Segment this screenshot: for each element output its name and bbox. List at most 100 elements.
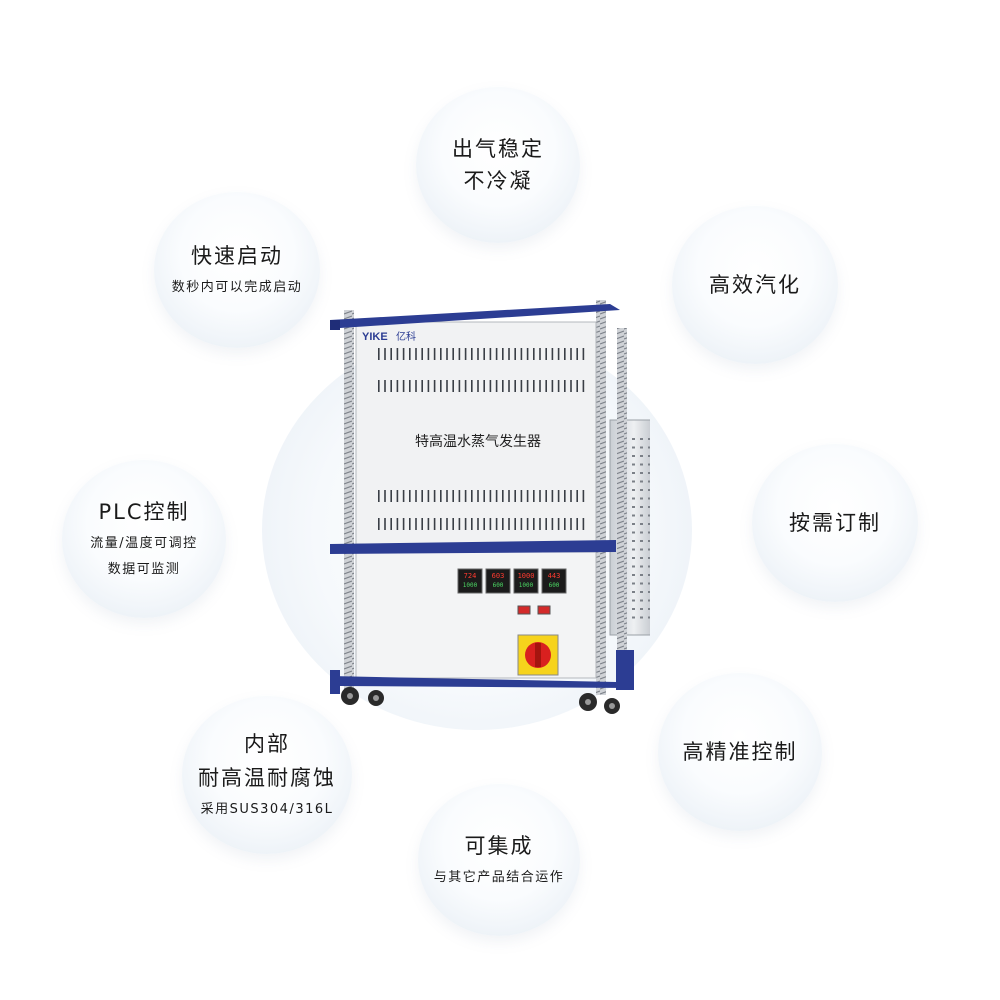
vent-slot: [390, 380, 392, 392]
side-vent-slot: [648, 446, 650, 449]
vent-slot: [545, 490, 547, 502]
vent-slot: [495, 490, 498, 502]
feature-title: 高效汽化: [709, 273, 801, 297]
vent-slot: [390, 518, 392, 530]
side-vent-slot: [648, 557, 650, 559]
side-vent-slot: [632, 582, 635, 585]
vent-slot: [551, 490, 554, 502]
side-vent-slot: [632, 472, 635, 474]
side-vent-slot: [632, 455, 635, 457]
vent-slot: [545, 348, 547, 360]
side-vent-slot: [632, 540, 635, 542]
vent-slot: [384, 380, 386, 392]
side-vent-slot: [632, 480, 635, 483]
vent-slot: [495, 348, 498, 360]
vent-slot: [384, 348, 386, 360]
side-vent-slot: [632, 497, 635, 500]
vent-slot: [464, 380, 467, 392]
vent-slot: [440, 518, 442, 530]
vent-slot: [471, 380, 473, 392]
controller-pv-readout: 1000: [518, 572, 535, 580]
vent-slot: [384, 518, 386, 530]
side-vent-slot: [632, 608, 635, 610]
vent-slot: [433, 380, 436, 392]
vent-slot: [396, 380, 399, 392]
vent-slot: [396, 518, 399, 530]
vent-slot: [502, 518, 504, 530]
vent-slot: [502, 490, 504, 502]
vent-slot: [551, 518, 554, 530]
side-vent-slot: [632, 438, 635, 440]
feature-stable-output: 出气稳定 不冷凝: [416, 87, 580, 243]
threaded-rod: [596, 300, 606, 695]
feature-title-line2: 不冷凝: [463, 169, 533, 193]
vent-slot: [446, 348, 448, 360]
vent-slot: [440, 380, 442, 392]
feature-title: 出气稳定: [452, 137, 544, 161]
vent-slot: [564, 518, 566, 530]
side-vent-slot: [640, 591, 643, 593]
vent-slot: [551, 380, 554, 392]
vent-slot: [452, 518, 454, 530]
vent-slot: [477, 518, 479, 530]
side-vent-slot: [632, 523, 635, 525]
vent-slot: [409, 380, 411, 392]
vent-slot: [489, 348, 492, 360]
vent-slot: [427, 348, 430, 360]
feature-subtitle: 流量/温度可调控: [90, 536, 198, 551]
vent-slot: [458, 348, 461, 360]
side-vent-slot: [648, 608, 650, 610]
vent-slot: [582, 348, 585, 360]
vent-slot: [421, 348, 423, 360]
vent-slot: [458, 518, 461, 530]
side-vent-slot: [648, 531, 650, 534]
side-vent-slot: [640, 514, 643, 517]
vent-slot: [526, 380, 529, 392]
side-vent-slot: [640, 506, 643, 508]
vent-slot: [477, 380, 479, 392]
side-vent-slot: [632, 548, 635, 551]
vent-slot: [545, 380, 547, 392]
side-vent-slot: [632, 506, 635, 508]
vent-slot: [458, 490, 461, 502]
vent-slot: [483, 380, 485, 392]
vent-slot: [582, 380, 585, 392]
side-vent-slot: [640, 582, 643, 585]
controller-sv-readout: 1000: [519, 582, 534, 589]
vent-slot: [471, 518, 473, 530]
controller-sv-readout: 600: [549, 582, 560, 589]
vent-slot: [514, 348, 516, 360]
vent-slot: [415, 490, 417, 502]
side-vent-slot: [648, 480, 650, 483]
vent-slot: [464, 490, 467, 502]
upper-panel: [355, 321, 597, 545]
feature-title-line2: 耐高温耐腐蚀: [198, 766, 336, 790]
side-vent-slot: [632, 531, 635, 534]
vent-slot: [409, 518, 411, 530]
vent-slot: [477, 348, 479, 360]
side-vent-slot: [640, 463, 643, 466]
product-label: 特高温水蒸气发生器: [415, 433, 541, 450]
vent-slot: [564, 490, 566, 502]
vent-slot: [576, 348, 578, 360]
feature-title: 快速启动: [191, 244, 283, 268]
feature-plc-control: PLC控制 流量/温度可调控 数据可监测: [62, 460, 226, 618]
vent-slot: [570, 380, 572, 392]
vent-slot: [502, 380, 504, 392]
side-vent-slot: [640, 497, 643, 500]
controller-pv-readout: 603: [492, 572, 505, 580]
side-vent-slot: [640, 548, 643, 551]
side-vent-slot: [640, 608, 643, 610]
side-vent-slot: [648, 514, 650, 517]
vent-slot: [440, 348, 442, 360]
vent-slot: [551, 348, 554, 360]
vent-slot: [433, 348, 436, 360]
side-vent-slot: [640, 489, 643, 491]
side-vent-slot: [632, 514, 635, 517]
vent-slot: [489, 490, 492, 502]
side-vent-slot: [632, 565, 635, 568]
side-vent-slot: [648, 455, 650, 457]
vent-slot: [390, 348, 392, 360]
side-vent-slot: [648, 472, 650, 474]
